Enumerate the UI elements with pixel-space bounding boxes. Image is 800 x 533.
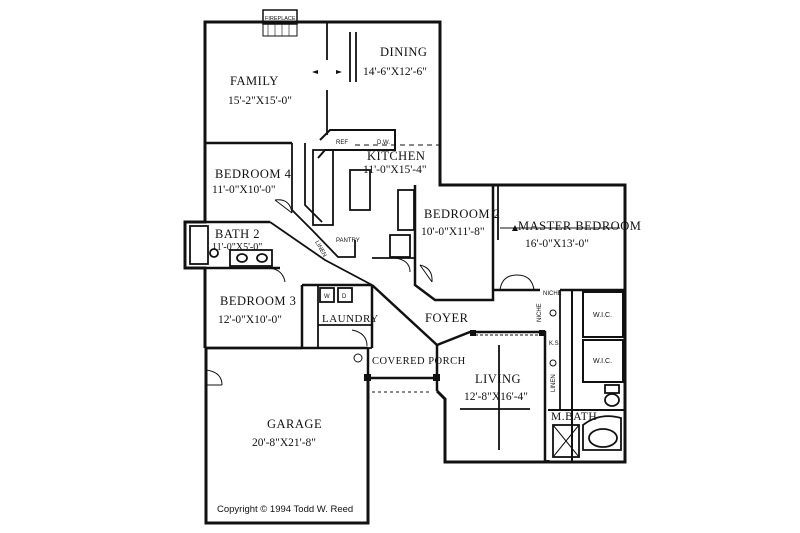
room-name-dining: DINING — [380, 45, 427, 59]
room-size-dining: 14'-6"X12'-6" — [363, 66, 427, 78]
niche-top-label: NICHE — [543, 291, 562, 297]
room-name-foyer: FOYER — [425, 311, 469, 325]
room-name-covered-porch: COVERED PORCH — [372, 356, 466, 367]
room-size-bedroom4: 11'-0"X10'-0" — [212, 184, 276, 196]
wall-west — [183, 143, 207, 348]
room-size-garage: 20'-8"X21'-8" — [252, 437, 316, 449]
room-size-family: 15'-2"X15'-0" — [228, 95, 292, 107]
ks-label: K.S. — [549, 341, 561, 347]
room-size-bedroom2: 10'-0"X11'-8" — [421, 226, 485, 238]
wall-family-dining — [203, 20, 493, 187]
room-name-bath2: BATH 2 — [215, 227, 260, 241]
dishwasher-label: D.W. — [377, 140, 390, 146]
dryer-label: D — [342, 294, 347, 300]
room-name-master-bath: M.BATH — [551, 411, 597, 423]
room-size-bedroom3: 12'-0"X10'-0" — [218, 314, 282, 326]
interior-walls — [189, 9, 625, 462]
room-name-bedroom3: BEDROOM 3 — [220, 294, 296, 308]
room-name-laundry: LAUNDRY — [322, 313, 379, 325]
room-name-bedroom2: BEDROOM 2 — [424, 207, 500, 221]
room-name-garage: GARAGE — [267, 417, 322, 431]
wall-garage — [204, 348, 370, 525]
room-name-living: LIVING — [475, 372, 521, 386]
copyright-notice: Copyright © 1994 Todd W. Reed — [217, 504, 353, 515]
wic-lower-label: W.I.C. — [593, 358, 612, 365]
room-size-kitchen: 11'-0"X15'-4" — [363, 164, 427, 176]
refrigerator-label: REF — [336, 140, 348, 146]
room-name-master-bedroom: MASTER BEDROOM — [518, 219, 641, 233]
pantry-label: PANTRY — [336, 238, 360, 244]
linen-master-label: LINEN — [551, 374, 557, 392]
room-name-family: FAMILY — [230, 74, 279, 88]
door-swings — [205, 199, 535, 386]
room-size-living: 12'-8"X16'-4" — [464, 391, 528, 403]
wic-upper-label: W.I.C. — [593, 312, 612, 319]
wall-living — [435, 389, 550, 464]
niche-side-label: NICHE — [537, 303, 543, 322]
room-size-bath2: 11'-0"X5'-0" — [212, 242, 262, 253]
outer-walls — [183, 20, 627, 525]
room-name-kitchen: KITCHEN — [367, 149, 425, 163]
room-size-master-bedroom: 16'-0"X13'-0" — [525, 238, 589, 250]
room-name-bedroom4: BEDROOM 4 — [215, 167, 292, 181]
marks — [312, 70, 557, 381]
fireplace-label: FIREPLACE — [265, 16, 296, 22]
washer-label: W — [324, 294, 330, 300]
